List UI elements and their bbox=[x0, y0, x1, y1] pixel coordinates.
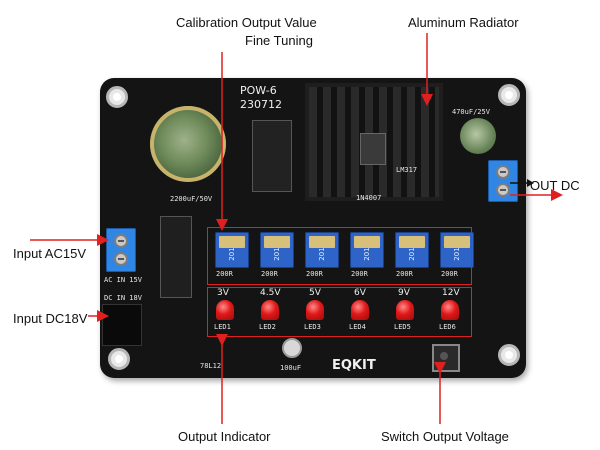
cap-small-label: 470uF/25V bbox=[452, 108, 490, 116]
capacitor-470uf bbox=[460, 118, 496, 154]
led-highlight-box bbox=[207, 287, 472, 337]
led-voltage-5: 9V bbox=[398, 288, 410, 298]
led-voltage-3: 5V bbox=[309, 288, 321, 298]
mounting-hole-bottom-left bbox=[108, 348, 130, 370]
potentiometer-6[interactable]: 201 bbox=[440, 232, 474, 268]
pot-value-1: 200R bbox=[216, 270, 233, 278]
pot-highlight-box bbox=[207, 227, 472, 285]
capacitor-100uf bbox=[282, 338, 302, 358]
pot-value-5: 200R bbox=[396, 270, 413, 278]
led-6 bbox=[441, 300, 459, 320]
dc-in-label: DC IN 18V bbox=[104, 294, 142, 302]
cap-c9-label: 100uF bbox=[280, 364, 302, 372]
pcb-board: POW-6 230712 2200uF/50V LM317 1N4007 470… bbox=[100, 78, 526, 378]
capacitor-2200uf bbox=[150, 106, 226, 182]
callout-calibration-line2: Fine Tuning bbox=[245, 33, 313, 48]
ac-screw-bottom[interactable] bbox=[114, 252, 128, 266]
board-model: POW-6 bbox=[240, 84, 277, 97]
led-voltage-1: 3V bbox=[217, 288, 229, 298]
ac-terminal-block[interactable] bbox=[106, 228, 136, 272]
regulator-lm317 bbox=[360, 133, 386, 165]
out-screw-bottom[interactable] bbox=[496, 183, 510, 197]
potentiometer-2[interactable]: 201 bbox=[260, 232, 294, 268]
ac-screw-top[interactable] bbox=[114, 234, 128, 248]
mounting-hole-top-right bbox=[498, 84, 520, 106]
potentiometer-3[interactable]: 201 bbox=[305, 232, 339, 268]
ic-chip-left bbox=[160, 216, 192, 298]
pot-value-4: 200R bbox=[351, 270, 368, 278]
led-label-6: LED6 bbox=[439, 323, 456, 331]
diode-label: 1N4007 bbox=[356, 194, 382, 202]
board-date: 230712 bbox=[240, 98, 282, 111]
callout-input-ac: Input AC15V bbox=[13, 246, 86, 261]
mounting-hole-bottom-right bbox=[498, 344, 520, 366]
led-voltage-4: 6V bbox=[354, 288, 366, 298]
pot-value-3: 200R bbox=[306, 270, 323, 278]
regulator-label: LM317 bbox=[396, 166, 418, 174]
callout-switch-output: Switch Output Voltage bbox=[381, 429, 509, 444]
led-label-2: LED2 bbox=[259, 323, 276, 331]
callout-calibration-line1: Calibration Output Value bbox=[176, 15, 317, 30]
led-voltage-2: 4.5V bbox=[260, 288, 281, 298]
ic-chip bbox=[252, 120, 292, 192]
potentiometer-4[interactable]: 201 bbox=[350, 232, 384, 268]
led-1 bbox=[216, 300, 234, 320]
callout-out-dc: OUT DC bbox=[530, 178, 580, 193]
led-label-3: LED3 bbox=[304, 323, 321, 331]
led-3 bbox=[306, 300, 324, 320]
led-2 bbox=[261, 300, 279, 320]
potentiometer-1[interactable]: 201 bbox=[215, 232, 249, 268]
pot-value-6: 200R bbox=[441, 270, 458, 278]
callout-output-indicator: Output Indicator bbox=[178, 429, 271, 444]
cap-big-label: 2200uF/50V bbox=[170, 195, 213, 203]
led-4 bbox=[351, 300, 369, 320]
reg-small-label: 78L12 bbox=[200, 362, 222, 370]
potentiometer-5[interactable]: 201 bbox=[395, 232, 429, 268]
mounting-hole-top-left bbox=[106, 86, 128, 108]
ac-in-label: AC IN 15V bbox=[104, 276, 142, 284]
led-label-5: LED5 bbox=[394, 323, 411, 331]
led-5 bbox=[396, 300, 414, 320]
callout-aluminum-radiator: Aluminum Radiator bbox=[408, 15, 519, 30]
brand-logo: EQKIT bbox=[332, 358, 376, 373]
callout-input-dc: Input DC18V bbox=[13, 311, 88, 326]
led-voltage-6: 12V bbox=[442, 288, 460, 298]
pot-value-2: 200R bbox=[261, 270, 278, 278]
out-screw-top[interactable] bbox=[496, 165, 510, 179]
led-label-1: LED1 bbox=[214, 323, 231, 331]
led-label-4: LED4 bbox=[349, 323, 366, 331]
